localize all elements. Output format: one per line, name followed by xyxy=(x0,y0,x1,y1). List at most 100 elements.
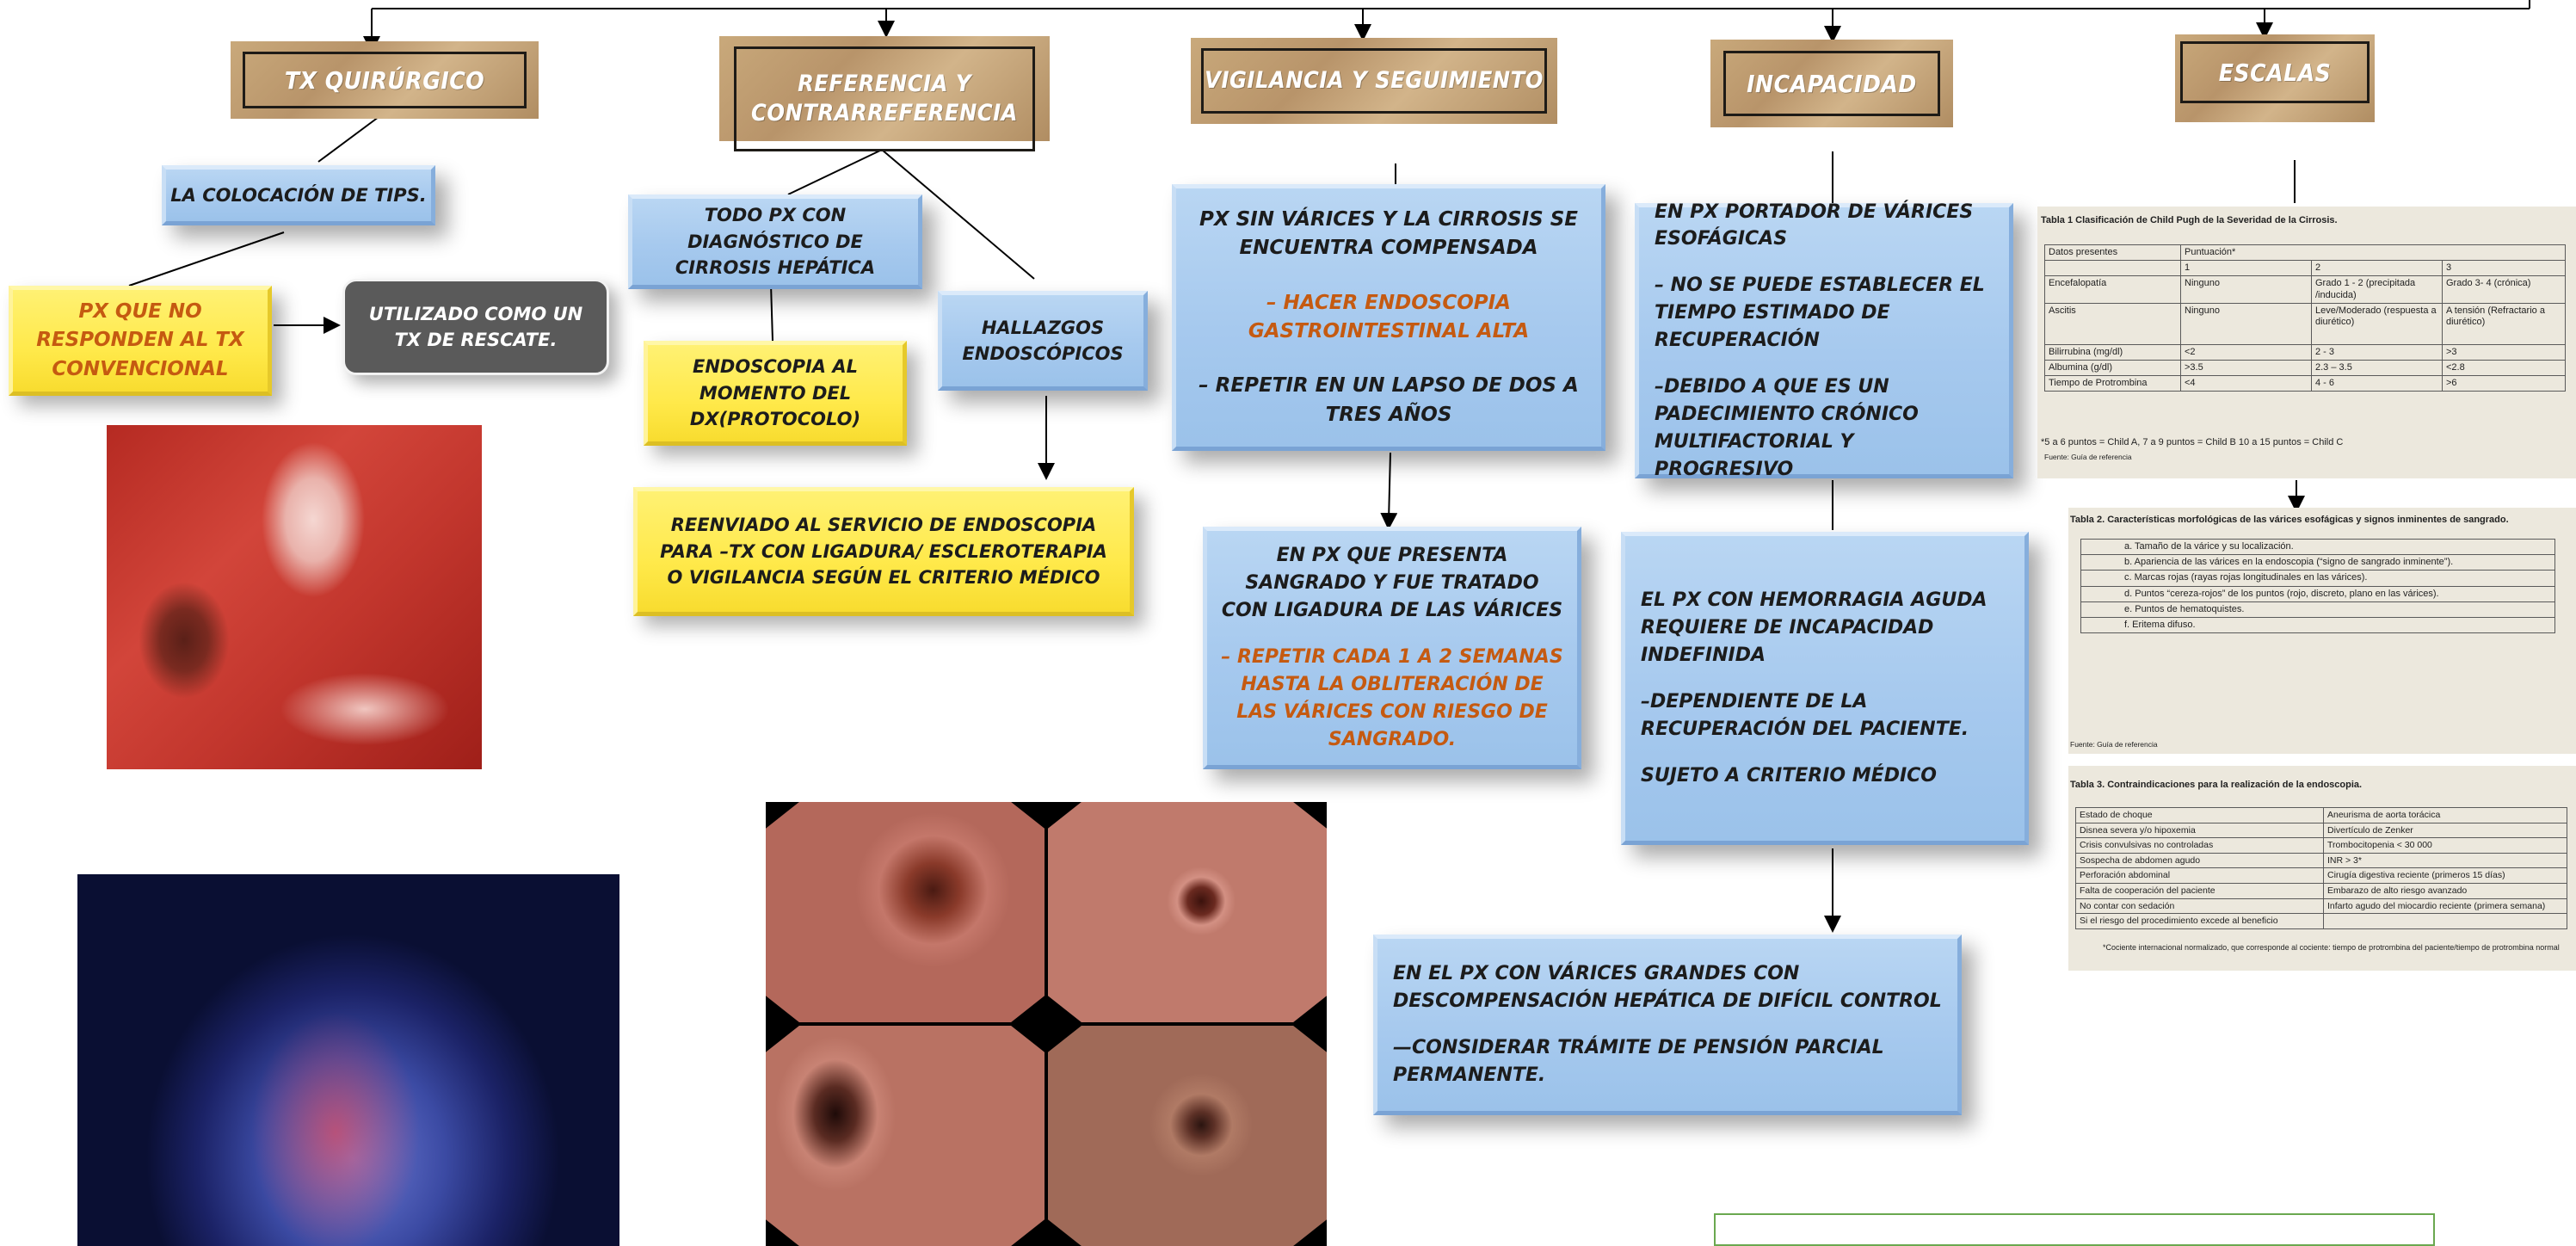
table2-source: Fuente: Guía de referencia xyxy=(2070,740,2158,749)
table3-cell: Estado de choque xyxy=(2076,808,2324,823)
table2-item: f. Eritema difuso. xyxy=(2081,617,2555,632)
table1-cell: 4 - 6 xyxy=(2312,376,2443,392)
reenviado-box: REENVIADO AL SERVICIO DE ENDOSCOPIA PARA… xyxy=(633,487,1134,616)
table1-score: 1 xyxy=(2181,261,2312,276)
table1-cell: >6 xyxy=(2443,376,2566,392)
table-row: Bilirrubina (mg/dl) <2 2 - 3 >3 xyxy=(2045,344,2566,360)
table2-list: a. Tamaño de la várice y su localización… xyxy=(2080,539,2555,633)
table2-title: Tabla 2. Características morfológicas de… xyxy=(2070,515,2509,525)
header-vigilancia-label: VIGILANCIA Y SEGUIMIENTO xyxy=(1201,48,1547,114)
rescate-box: UTILIZADO COMO UN TX DE RESCATE. xyxy=(342,279,609,375)
table3-title: Tabla 3. Contraindicaciones para la real… xyxy=(2070,780,2362,790)
sangrado-text: EN PX QUE PRESENTA SANGRADO Y FUE TRATAD… xyxy=(1221,542,1563,625)
table3-cell: Sospecha de abdomen agudo xyxy=(2076,853,2324,868)
table3-cell: Perforación abdominal xyxy=(2076,868,2324,884)
tips-text: LA COLOCACIÓN DE TIPS. xyxy=(170,182,426,208)
no-establecer-text: – NO SE PUEDE ESTABLECER EL TIEMPO ESTIM… xyxy=(1655,272,1994,355)
table3-cell: Crisis convulsivas no controladas xyxy=(2076,838,2324,854)
list-item: f. Eritema difuso. xyxy=(2081,617,2555,632)
table1-title: Tabla 1 Clasificación de Child Pugh de l… xyxy=(2041,215,2338,225)
table-row: Albumina (g/dl) >3.5 2.3 – 3.5 <2.8 xyxy=(2045,360,2566,375)
debido-text: –DEBIDO A QUE ES UN PADECIMIENTO CRÓNICO… xyxy=(1655,373,1994,484)
table-row: Si el riesgo del procedimiento excede al… xyxy=(2076,914,2567,929)
header-tx-quirurgico-label: TX QUIRÚRGICO xyxy=(243,52,527,108)
table1-cell: <2 xyxy=(2181,344,2312,360)
list-item: c. Marcas rojas (rayas rojas longitudina… xyxy=(2081,571,2555,586)
hemorragia-text: EL PX CON HEMORRAGIA AGUDA REQUIERE DE I… xyxy=(1641,587,2009,669)
table-row: Encefalopatía Ninguno Grado 1 - 2 (preci… xyxy=(2045,276,2566,303)
repetir-semanas-text: – REPETIR CADA 1 A 2 SEMANAS HASTA LA OB… xyxy=(1221,644,1563,754)
endoscopy-photo-1 xyxy=(766,802,1045,1022)
table3-cell: No contar con sedación xyxy=(2076,898,2324,914)
list-item: a. Tamaño de la várice y su localización… xyxy=(2081,540,2555,555)
no-responden-text: PX QUE NO RESPONDEN AL TX CONVENCIONAL xyxy=(13,298,268,384)
no-responden-box: PX QUE NO RESPONDEN AL TX CONVENCIONAL xyxy=(9,286,272,396)
table1-header-puntuacion: Puntuación* xyxy=(2181,245,2566,261)
table2-panel: Tabla 2. Características morfológicas de… xyxy=(2068,508,2576,754)
table3-cell: Si el riesgo del procedimiento excede al… xyxy=(2076,914,2324,929)
header-referencia: REFERENCIA Y CONTRARREFERENCIA xyxy=(719,36,1050,141)
header-referencia-label: REFERENCIA Y CONTRARREFERENCIA xyxy=(734,46,1035,151)
table1-cell: Grado 1 - 2 (precipitada /inducida) xyxy=(2312,276,2443,303)
table1-source: Fuente: Guía de referencia xyxy=(2044,453,2132,461)
table1-score: 3 xyxy=(2443,261,2566,276)
table1-cell: 2.3 – 3.5 xyxy=(2312,360,2443,375)
list-item: d. Puntos “cereza-rojos” de los puntos (… xyxy=(2081,586,2555,601)
portador-text: EN PX PORTADOR DE VÁRICES ESOFÁGICAS xyxy=(1655,199,1994,254)
empty-outline-box xyxy=(1714,1213,2435,1246)
table1-cell: 2 - 3 xyxy=(2312,344,2443,360)
hemorragia-box: EL PX CON HEMORRAGIA AGUDA REQUIERE DE I… xyxy=(1621,532,2029,845)
grandes-box: EN EL PX CON VÁRICES GRANDES CON DESCOMP… xyxy=(1373,934,1962,1115)
table1-header-datos: Datos presentes xyxy=(2045,245,2181,261)
tips-box: LA COLOCACIÓN DE TIPS. xyxy=(162,165,435,225)
table1-cell: <4 xyxy=(2181,376,2312,392)
table2-item: e. Puntos de hematoquistes. xyxy=(2081,601,2555,617)
endoscopy-photo-2 xyxy=(1048,802,1327,1022)
table3-panel: Tabla 3. Contraindicaciones para la real… xyxy=(2068,766,2576,971)
list-item: e. Puntos de hematoquistes. xyxy=(2081,601,2555,617)
table3-cell: Embarazo de alto riesgo avanzado xyxy=(2324,883,2567,898)
table1-cell: A tensión (Refractario a diurético) xyxy=(2443,303,2566,344)
table1-cell: Encefalopatía xyxy=(2045,276,2181,303)
table1-cell: Grado 3- 4 (crónica) xyxy=(2443,276,2566,303)
diagnostico-box: TODO PX CON DIAGNÓSTICO DE CIRROSIS HEPÁ… xyxy=(628,194,922,289)
endoscopy-photo-4 xyxy=(1048,1026,1327,1246)
rescate-text: UTILIZADO COMO UN TX DE RESCATE. xyxy=(357,301,595,354)
endoscopy-photo-3 xyxy=(766,1026,1045,1246)
table1-score: 2 xyxy=(2312,261,2443,276)
table1-cell: Albumina (g/dl) xyxy=(2045,360,2181,375)
table-row: Ascitis Ninguno Leve/Moderado (respuesta… xyxy=(2045,303,2566,344)
table3-cell xyxy=(2324,914,2567,929)
endoscopia-momento-box: ENDOSCOPIA AL MOMENTO DEL DX(PROTOCOLO) xyxy=(644,341,907,446)
table1-panel: Tabla 1 Clasificación de Child Pugh de l… xyxy=(2037,207,2576,478)
header-incapacidad-label: INCAPACIDAD xyxy=(1723,51,1940,116)
table3-cell: INR > 3* xyxy=(2324,853,2567,868)
endoscopy-photo-varices xyxy=(107,425,482,769)
table1-cell: Ninguno xyxy=(2181,303,2312,344)
table3-cell: Aneurisma de aorta torácica xyxy=(2324,808,2567,823)
table3-cell: Disnea severa y/o hipoxemia xyxy=(2076,823,2324,838)
table3-footnote: *Cociente internacional normalizado, que… xyxy=(2103,943,2567,952)
table2-item: d. Puntos “cereza-rojos” de los puntos (… xyxy=(2081,586,2555,601)
table1-cell: Tiempo de Protrombina xyxy=(2045,376,2181,392)
table2-item: c. Marcas rojas (rayas rojas longitudina… xyxy=(2081,571,2555,586)
considerar-text: —CONSIDERAR TRÁMITE DE PENSIÓN PARCIAL P… xyxy=(1393,1034,1942,1089)
table3-cell: Divertículo de Zenker xyxy=(2324,823,2567,838)
table2-item: a. Tamaño de la várice y su localización… xyxy=(2081,540,2555,555)
table-row: Tiempo de Protrombina <4 4 - 6 >6 xyxy=(2045,376,2566,392)
table1-grid: Datos presentes Puntuación* 1 2 3 Encefa… xyxy=(2044,244,2566,392)
diagnostico-text: TODO PX CON DIAGNÓSTICO DE CIRROSIS HEPÁ… xyxy=(641,202,909,281)
table3-cell: Trombocitopenia < 30 000 xyxy=(2324,838,2567,854)
grandes-text: EN EL PX CON VÁRICES GRANDES CON DESCOMP… xyxy=(1393,960,1942,1015)
endoscopy-photo-grid xyxy=(766,802,1327,1246)
list-item: b. Apariencia de las várices en la endos… xyxy=(2081,555,2555,571)
table1-cell: Ascitis xyxy=(2045,303,2181,344)
